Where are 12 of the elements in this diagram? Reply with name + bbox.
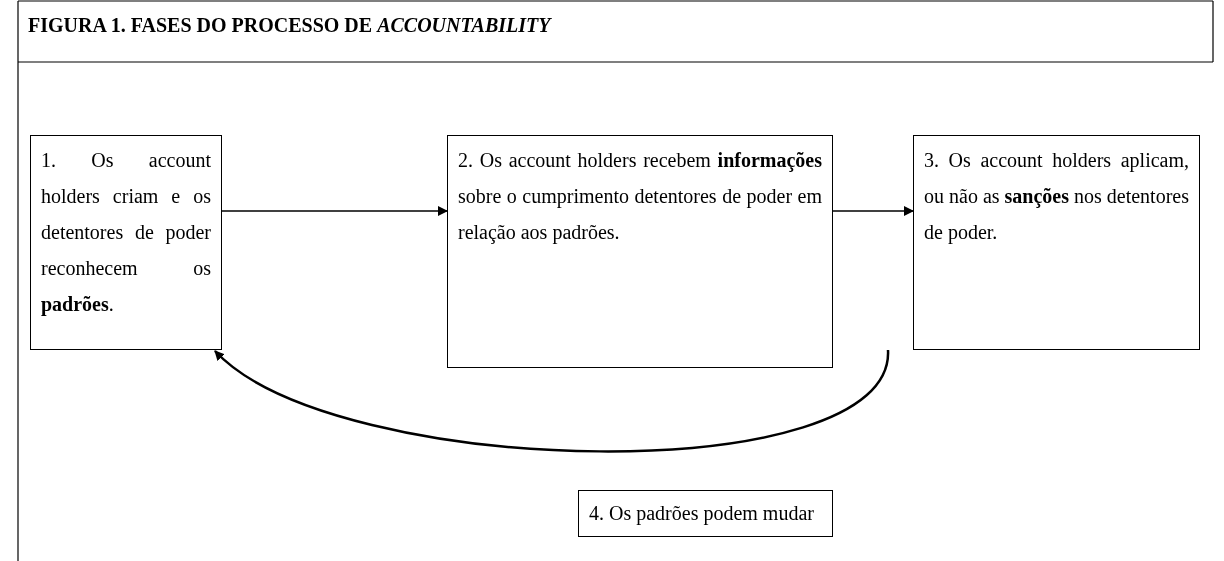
box-text: 3. Os account holders aplicam, ou não as sanções nos detentores de poder. <box>924 148 1189 246</box>
box-text: 2. Os account holders recebem informações sobre o cumprimento detentores de poder em relação aos padrões. <box>458 148 822 246</box>
process-box <box>447 135 833 368</box>
box-text: 4. Os padrões podem mudar <box>589 501 815 527</box>
arrow <box>214 349 890 453</box>
process-box <box>30 135 222 350</box>
process-box <box>913 135 1200 350</box>
figure-title: FIGURA 1. FASES DO PROCESSO DE ACCOUNTABILITY <box>28 14 551 37</box>
box-text: 1. Os account holders criam e os detentores de poder reconhecem os padrões. <box>41 148 211 318</box>
process-box <box>578 490 833 537</box>
arrow <box>221 206 448 216</box>
arrow <box>832 206 914 216</box>
